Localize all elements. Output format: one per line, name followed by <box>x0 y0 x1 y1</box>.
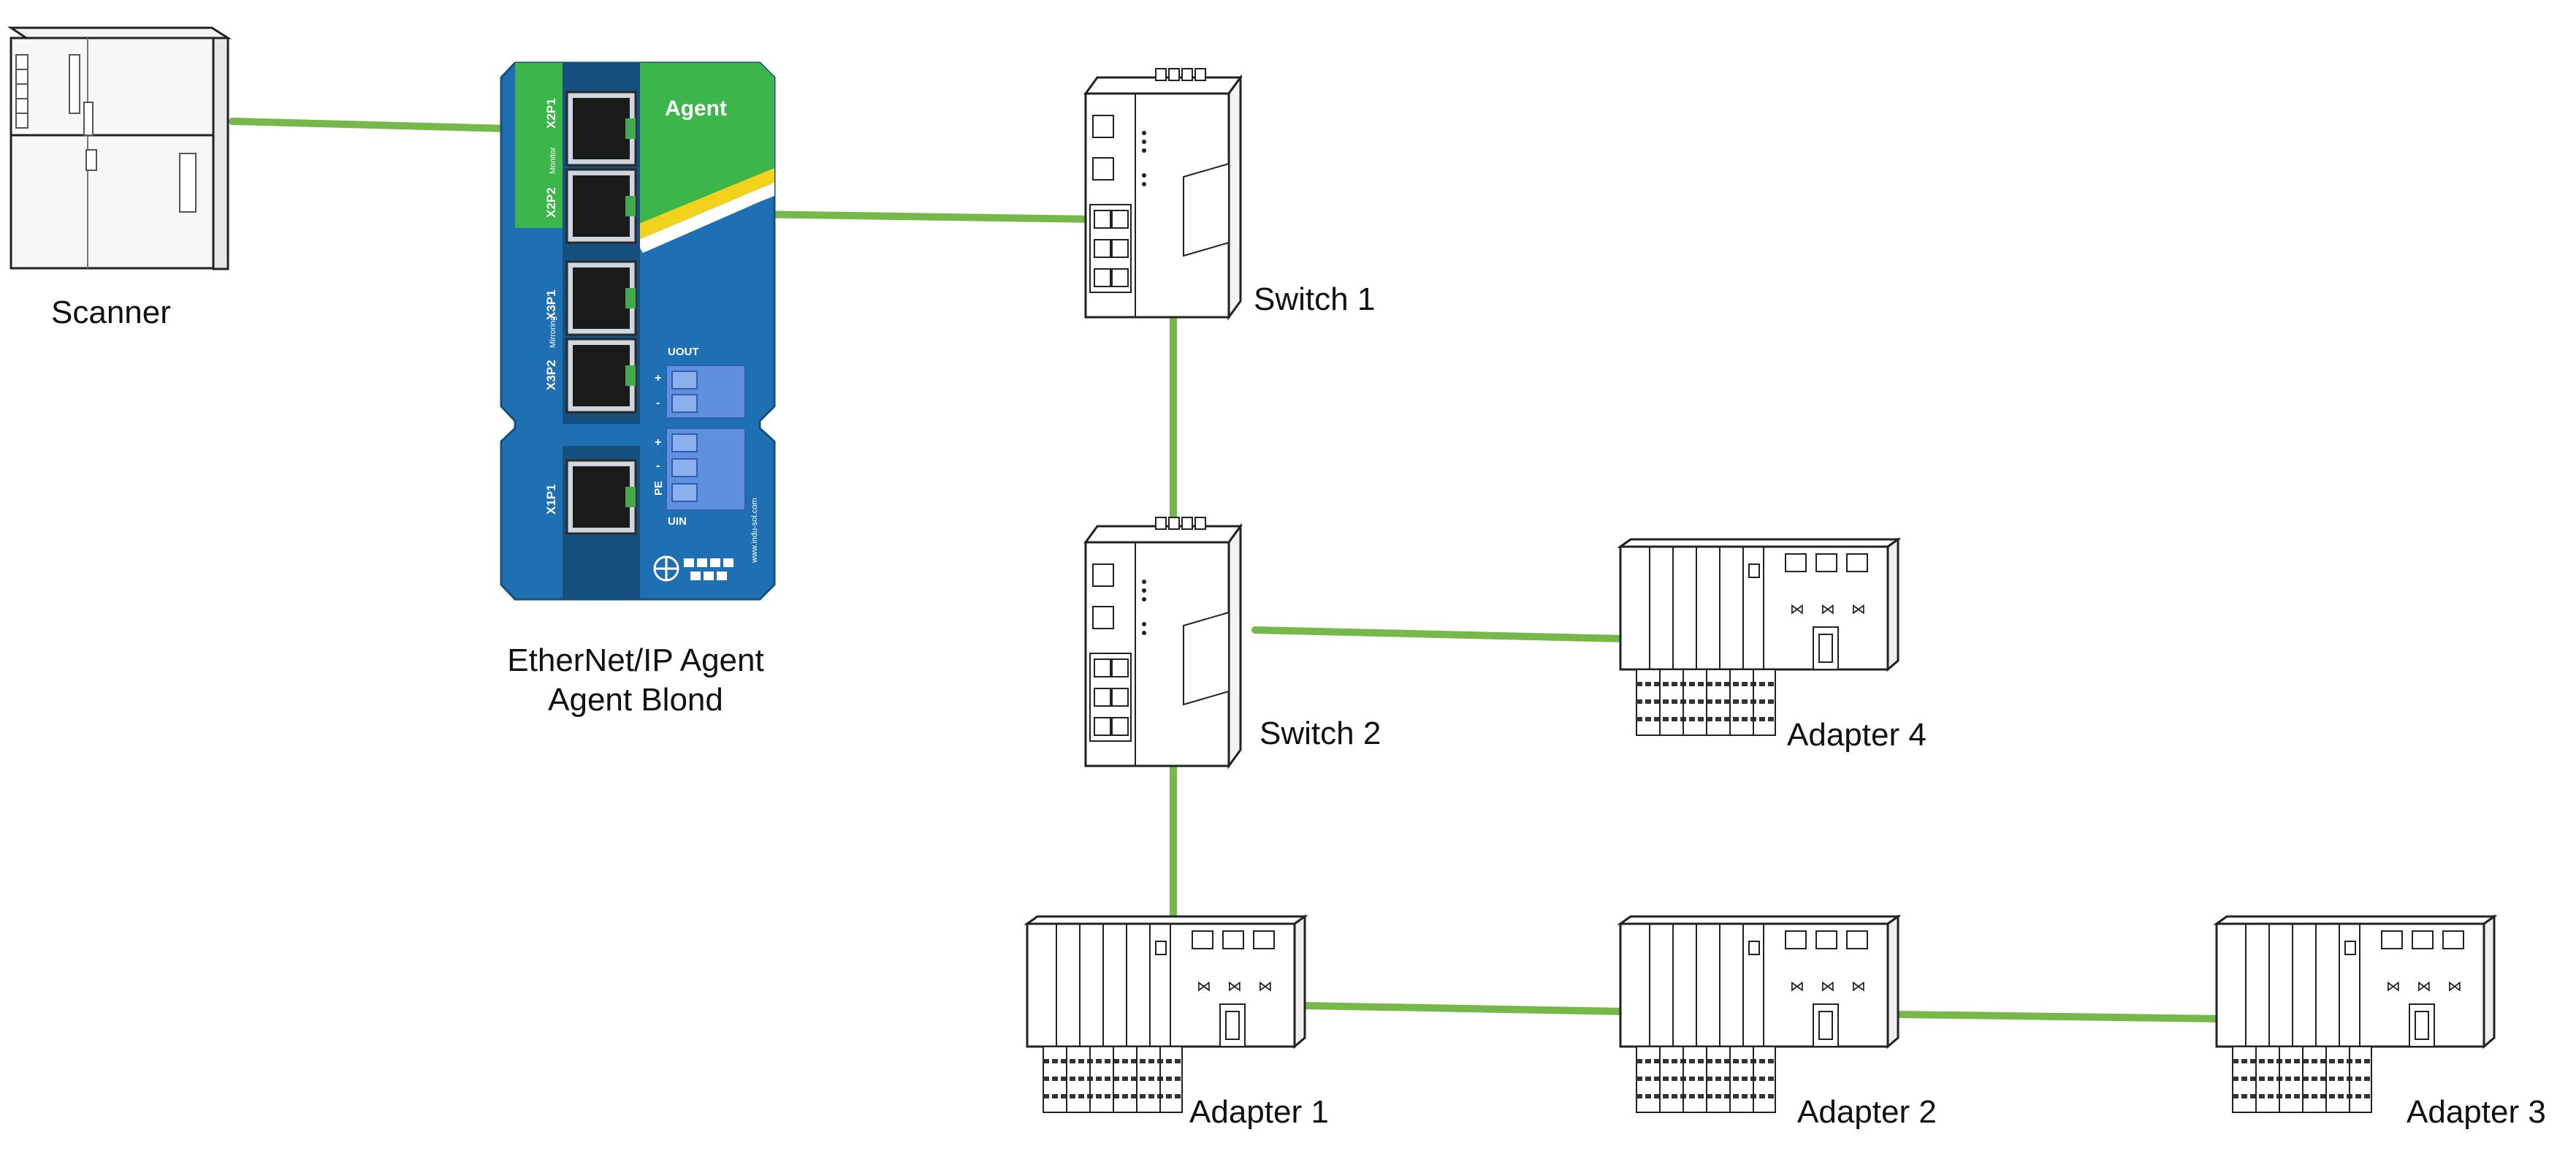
uout-label: UOUT <box>668 346 699 358</box>
agent-white-stripe <box>636 183 774 253</box>
mirroring-label: Mirroring <box>549 316 557 348</box>
switch-icon <box>1084 516 1242 767</box>
port-x1p1[interactable] <box>565 459 637 535</box>
port-label-x2p1: X2P1 <box>544 98 558 129</box>
agent-brand-text: Agent <box>665 96 727 121</box>
switch-2-label: Switch 2 <box>1260 715 1382 751</box>
indu-sol-logo <box>653 555 733 582</box>
switch-2-device[interactable] <box>1084 516 1242 767</box>
uout-plus-label: + <box>655 372 661 384</box>
adapter-2-device[interactable] <box>1620 916 1898 1112</box>
agent-label-line1: EtherNet/IP Agent <box>507 642 764 678</box>
switch-1-device[interactable] <box>1084 67 1242 319</box>
adapter-1-device[interactable] <box>1027 916 1305 1112</box>
adapter-2-label: Adapter 2 <box>1797 1094 1937 1130</box>
port-label-x3p2: X3P2 <box>544 360 558 390</box>
cable-adapter-1-to-adapter-2 <box>1301 1002 1628 1015</box>
io-adapter-icon <box>2217 916 2494 1112</box>
uin-minus-label: - <box>656 460 660 472</box>
adapter-4-label: Adapter 4 <box>1787 717 1927 753</box>
io-adapter-icon <box>1620 539 1898 735</box>
scanner-label: Scanner <box>51 295 171 330</box>
port-x3p2[interactable] <box>565 338 637 414</box>
agent-yellow-stripe <box>628 168 774 241</box>
cable-switch-2-to-adapter-4 <box>1251 626 1628 642</box>
port-label-x1p1: X1P1 <box>544 484 558 515</box>
switch-icon <box>1084 67 1242 319</box>
power-terminal-out[interactable] <box>666 365 746 419</box>
ethernet-ip-agent-device[interactable]: Agent X2P1 Monitor X2P2 X3P1 Mirroring X… <box>500 61 776 601</box>
agent-label-line2: Agent Blond <box>548 682 723 718</box>
io-adapter-icon <box>1027 916 1305 1112</box>
adapter-3-label: Adapter 3 <box>2407 1094 2546 1130</box>
port-x2p1[interactable] <box>565 91 637 167</box>
uin-label: UIN <box>668 515 687 528</box>
port-x2p2[interactable] <box>565 168 637 244</box>
plc-icon <box>9 26 229 270</box>
adapter-4-device[interactable] <box>1620 539 1898 735</box>
adapter-3-device[interactable] <box>2217 916 2494 1112</box>
io-adapter-icon <box>1620 916 1898 1112</box>
adapter-1-label: Adapter 1 <box>1189 1094 1329 1130</box>
monitor-label: Monitor <box>549 147 557 174</box>
port-x3p1[interactable] <box>565 260 637 336</box>
power-terminal-in[interactable] <box>666 428 746 511</box>
website-label: www.indu-sol.com <box>750 498 759 563</box>
scanner-device[interactable] <box>9 26 229 270</box>
uout-minus-label: - <box>656 397 660 409</box>
switch-1-label: Switch 1 <box>1254 281 1376 317</box>
cable-adapter-2-to-adapter-3 <box>1894 1011 2225 1022</box>
uin-plus-label: + <box>655 436 661 449</box>
port-label-x3p1: X3P1 <box>544 289 558 320</box>
port-label-x2p2: X2P2 <box>544 187 558 218</box>
pe-label: PE <box>652 481 665 496</box>
